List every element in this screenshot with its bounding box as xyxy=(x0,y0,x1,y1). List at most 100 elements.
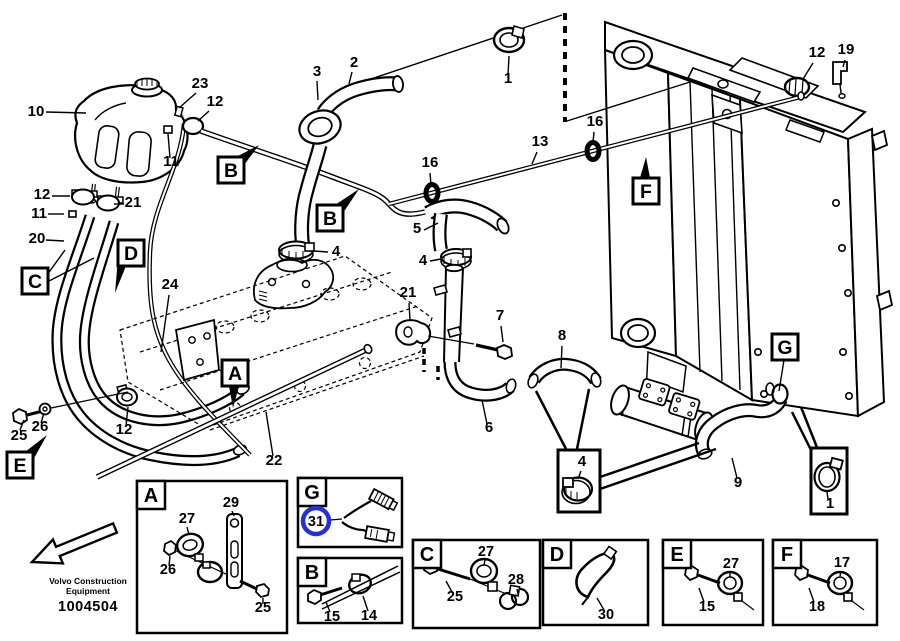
panel-letter: E xyxy=(670,544,683,566)
callout-2: 2 xyxy=(350,54,358,71)
panel-letter: D xyxy=(550,544,564,566)
panel-letter: A xyxy=(144,485,158,507)
marker-box xyxy=(20,266,50,296)
panel-letter-box xyxy=(541,538,573,570)
leader-line xyxy=(45,111,87,114)
leader-line xyxy=(808,587,815,603)
panel-b-art xyxy=(307,565,401,610)
radiator-elbow-fitting-19 xyxy=(832,61,848,99)
leader-line xyxy=(46,257,95,283)
callout-26: 26 xyxy=(160,562,176,578)
leader-line xyxy=(178,92,197,109)
leader-line xyxy=(531,151,538,165)
callout-27: 27 xyxy=(723,556,739,572)
fitting-11-left xyxy=(68,210,77,218)
marker-letter: A xyxy=(228,363,242,385)
callout-27: 27 xyxy=(478,544,494,560)
leader-line xyxy=(778,359,785,392)
letter-marker-G: G xyxy=(770,332,800,392)
callout-15: 15 xyxy=(324,609,340,625)
marker-box xyxy=(315,203,345,233)
callout-25: 25 xyxy=(11,427,28,444)
inset-box-clamp-4 xyxy=(556,448,602,514)
thermostat-housing xyxy=(253,257,335,310)
radiator-lower-port xyxy=(765,382,789,405)
panel-letter: C xyxy=(420,544,434,566)
panel-letter-box xyxy=(296,556,328,588)
detail-panel-G: G31 xyxy=(296,476,404,549)
callout-19: 19 xyxy=(838,41,855,58)
callout-20: 20 xyxy=(29,230,46,247)
connection-lines xyxy=(361,13,691,122)
panel-letter-box xyxy=(411,538,443,570)
leader-line xyxy=(445,580,453,593)
coolant-pipe-from-tank xyxy=(181,116,426,217)
panel-letter: B xyxy=(305,562,319,584)
panel-g-art xyxy=(329,487,399,543)
publisher-name-line2: Equipment xyxy=(66,586,110,596)
letter-marker-D: D xyxy=(115,238,146,293)
radiator-filler-clamp-12 xyxy=(783,76,811,98)
bolt-7 xyxy=(427,335,513,360)
callout-4: 4 xyxy=(419,252,428,269)
leader-line xyxy=(231,510,235,517)
hose-clamp-1-top xyxy=(492,24,526,54)
marker-box xyxy=(5,450,35,480)
clamp-12-engine xyxy=(116,383,138,407)
leader-line xyxy=(429,172,432,186)
marker-box xyxy=(216,155,246,185)
callout-11: 11 xyxy=(31,205,47,222)
callout-9: 9 xyxy=(734,474,742,491)
callout-30: 30 xyxy=(598,607,614,623)
leader-line xyxy=(325,601,331,613)
panel-border xyxy=(296,556,404,625)
marker-letter: B xyxy=(323,208,337,230)
leader-line xyxy=(362,595,369,612)
leader-line xyxy=(160,294,170,353)
panel-border xyxy=(771,538,879,627)
stay-rod-13 xyxy=(388,91,805,207)
leader-line xyxy=(839,570,842,577)
grommet-16-left xyxy=(423,182,441,204)
leader-line xyxy=(481,399,488,425)
marker-box xyxy=(770,332,800,362)
panel-e-art xyxy=(684,564,755,611)
callout-6: 6 xyxy=(485,419,493,436)
callout-12: 12 xyxy=(809,44,826,61)
hose-8 xyxy=(527,357,602,389)
leader-line xyxy=(483,559,486,566)
callout-1: 1 xyxy=(826,495,834,512)
callout-8: 8 xyxy=(558,327,566,344)
leader-line xyxy=(731,457,738,479)
letter-marker-A: A xyxy=(220,358,250,408)
clamp-12-tank xyxy=(71,188,98,206)
letter-marker-E: E xyxy=(5,435,47,480)
callout-18: 18 xyxy=(809,599,825,615)
document-number: 1004504 xyxy=(58,599,118,615)
callout-11: 11 xyxy=(163,153,179,170)
leader-line xyxy=(46,249,66,276)
clamp-21-mid xyxy=(395,319,432,346)
leader-line xyxy=(596,597,605,611)
panel-d-art xyxy=(575,545,618,606)
leader-line xyxy=(348,71,353,85)
marker-box xyxy=(631,176,661,206)
marker-letter: D xyxy=(124,243,138,265)
leader-line xyxy=(313,250,329,253)
leader-line xyxy=(316,80,319,101)
leader-line xyxy=(408,302,411,321)
panel-border xyxy=(661,538,765,627)
grommet-16-right xyxy=(584,140,602,162)
leader-line xyxy=(592,131,595,143)
callout-7: 7 xyxy=(496,307,504,324)
callout-28: 28 xyxy=(508,572,524,588)
callout-23: 23 xyxy=(192,75,209,92)
callout-16: 16 xyxy=(587,113,604,130)
hose-6 xyxy=(443,361,517,402)
leader-line xyxy=(429,258,442,262)
